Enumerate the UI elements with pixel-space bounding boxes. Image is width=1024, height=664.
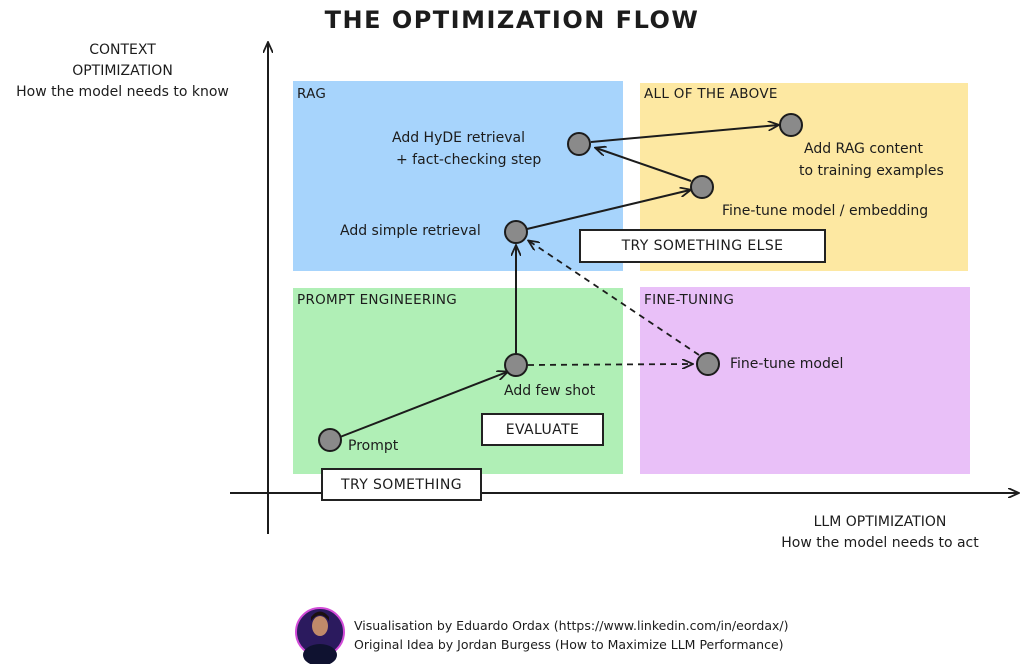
y-axis-label-line3: How the model needs to know <box>16 84 229 100</box>
node-label-hyde-line2: + fact-checking step <box>396 152 542 168</box>
tag-evaluate: EVALUATE <box>481 413 604 446</box>
tag-try-something: TRY SOMETHING <box>321 468 482 501</box>
quadrant-label-fine-tuning: FINE-TUNING <box>644 292 735 308</box>
y-axis-label-line1: CONTEXT <box>89 42 156 58</box>
arrow-hyde-to-rag-content <box>590 125 778 143</box>
tag-try-something-else: TRY SOMETHING ELSE <box>579 229 826 263</box>
node-hyde-retrieval <box>567 132 591 156</box>
arrow-finetune-embedding-to-hyde <box>596 148 692 182</box>
credit-line-2: Original Idea by Jordan Burgess (How to … <box>354 637 784 652</box>
node-simple-retrieval <box>504 220 528 244</box>
x-axis-label-line2: How the model needs to act <box>781 535 979 551</box>
x-axis-label: LLM OPTIMIZATION How the model needs to … <box>760 512 1000 554</box>
x-axis-label-line1: LLM OPTIMIZATION <box>813 514 947 530</box>
node-label-simple-retrieval: Add simple retrieval <box>340 223 481 239</box>
credit-line-1: Visualisation by Eduardo Ordax (https://… <box>354 618 789 633</box>
node-label-finetune-embedding: Fine-tune model / embedding <box>722 203 929 219</box>
quadrant-fine-tuning <box>640 287 970 474</box>
dashed-arrow-few-shot-to-finetune <box>527 364 692 365</box>
node-finetune-model <box>696 352 720 376</box>
node-rag-content <box>779 113 803 137</box>
node-few-shot <box>504 353 528 377</box>
node-label-rag-content-line2: to training examples <box>799 163 944 179</box>
quadrant-label-rag: RAG <box>297 86 327 102</box>
node-label-hyde-line1: Add HyDE retrieval <box>392 130 526 146</box>
node-label-finetune-model: Fine-tune model <box>730 356 844 372</box>
node-prompt <box>318 428 342 452</box>
author-avatar <box>295 607 345 664</box>
arrow-prompt-to-few-shot <box>339 372 507 438</box>
y-axis-label-line2: OPTIMIZATION <box>72 63 173 79</box>
quadrant-label-prompt-engineering: PROMPT ENGINEERING <box>297 292 458 308</box>
quadrant-rag <box>293 81 623 271</box>
node-label-prompt: Prompt <box>348 438 399 454</box>
arrow-simple-retrieval-to-finetune-embedding <box>526 190 690 230</box>
node-finetune-embedding <box>690 175 714 199</box>
node-label-rag-content-line1: Add RAG content <box>804 141 923 157</box>
dashed-arrow-finetune-to-simple-retrieval <box>529 241 700 356</box>
quadrant-label-all: ALL OF THE ABOVE <box>644 86 778 102</box>
node-label-few-shot: Add few shot <box>504 383 596 399</box>
diagram-title: THE OPTIMIZATION FLOW <box>324 6 700 34</box>
y-axis-label: CONTEXT OPTIMIZATION How the model needs… <box>0 40 245 103</box>
